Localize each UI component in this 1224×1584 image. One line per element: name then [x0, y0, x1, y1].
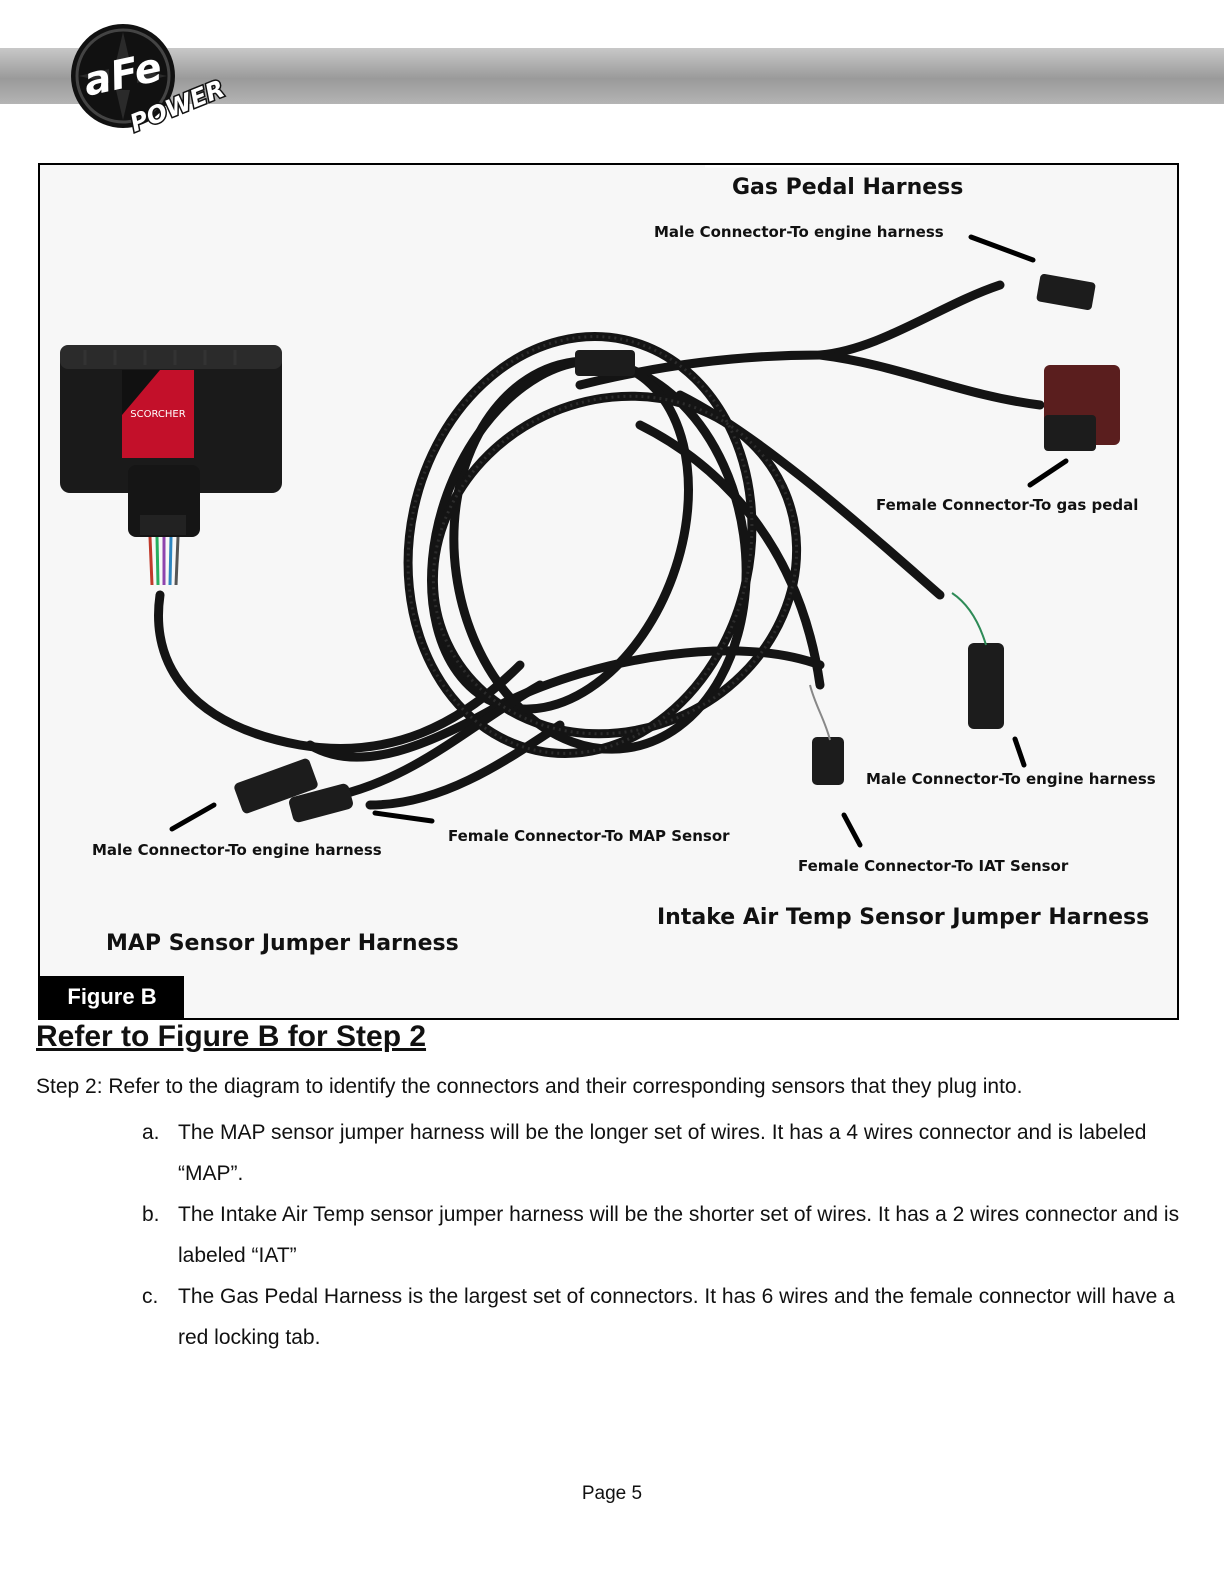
step-intro: Step 2: Refer to the diagram to identify…	[36, 1075, 1023, 1098]
gas-female-connector-label: Female Connector-To gas pedal	[876, 496, 1139, 514]
gas-male-connector-label: Male Connector-To engine harness	[654, 223, 944, 241]
figure-b: SCORCHER	[38, 163, 1179, 1020]
section-heading: Refer to Figure B for Step 2	[36, 1020, 427, 1053]
list-letter: c.	[142, 1285, 159, 1308]
list-item: b. The Intake Air Temp sensor jumper har…	[142, 1194, 1182, 1276]
gas-pedal-harness-title: Gas Pedal Harness	[732, 175, 964, 200]
page-number: Page 5	[581, 1483, 643, 1504]
list-text: The Gas Pedal Harness is the largest set…	[178, 1285, 1175, 1349]
map-harness-title: MAP Sensor Jumper Harness	[106, 931, 459, 956]
wiring-harness-photo: SCORCHER	[60, 165, 1120, 848]
list-letter: b.	[142, 1203, 160, 1226]
iat-harness-title: Intake Air Temp Sensor Jumper Harness	[657, 905, 1150, 930]
list-letter: a.	[142, 1121, 160, 1144]
map-male-connector-label: Male Connector-To engine harness	[92, 841, 382, 859]
map-female-connector-label: Female Connector-To MAP Sensor	[448, 827, 730, 845]
afe-power-logo: aFe POWER	[71, 24, 230, 134]
iat-female-connector-label: Female Connector-To IAT Sensor	[798, 857, 1069, 875]
header-bar	[0, 48, 1224, 104]
list-item: a. The MAP sensor jumper harness will be…	[142, 1112, 1182, 1194]
list-text: The Intake Air Temp sensor jumper harnes…	[178, 1203, 1180, 1267]
iat-male-connector-label: Male Connector-To engine harness	[866, 770, 1156, 788]
svg-text:SCORCHER: SCORCHER	[130, 409, 185, 420]
figure-tag: Figure B	[40, 976, 184, 1018]
list-item: c. The Gas Pedal Harness is the largest …	[142, 1276, 1182, 1358]
scorcher-module: SCORCHER	[60, 345, 282, 586]
step-list: a. The MAP sensor jumper harness will be…	[142, 1112, 1182, 1358]
list-text: The MAP sensor jumper harness will be th…	[178, 1121, 1147, 1185]
